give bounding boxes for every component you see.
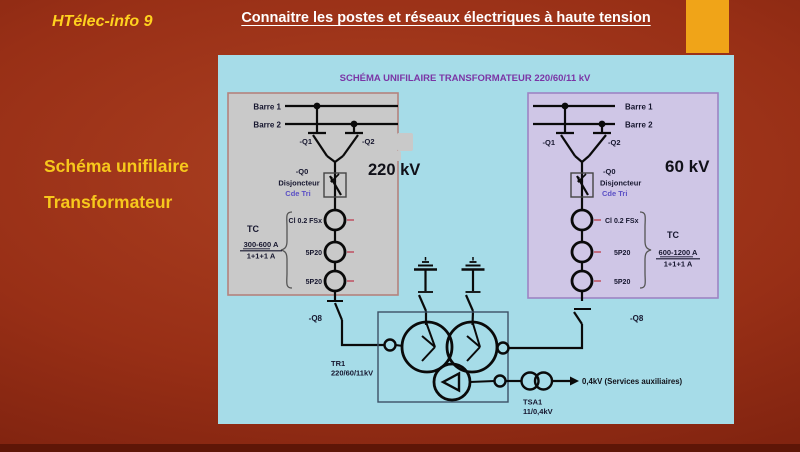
voltage-60kv: 60 kV: [665, 157, 710, 176]
ct1-label: Cl 0.2 FSx: [605, 218, 639, 225]
voltage-220kv: 220 kV: [368, 161, 420, 179]
transformer-name: TR1: [331, 359, 345, 368]
transformer-tr1: [377, 311, 510, 403]
single-line-diagram: SCHÉMA UNIFILAIRE TRANSFORMATEUR 220/60/…: [227, 73, 719, 416]
transformer-ratio: 220/60/11kV: [331, 369, 373, 378]
ct3-label: 5P20: [306, 279, 322, 286]
ct1-label: Cl 0.2 FSx: [289, 218, 323, 225]
busbar-2-label: Barre 2: [625, 121, 653, 130]
breaker-q0: [570, 172, 594, 198]
busbar-1-tap: [561, 102, 569, 110]
ct2-label: 5P20: [614, 250, 630, 257]
tc-label: TC: [667, 230, 679, 240]
ct-group-brace: [639, 211, 652, 289]
svg-text:1+1+1 A: 1+1+1 A: [247, 252, 276, 261]
q2-label: -Q2: [608, 138, 621, 147]
star-symbol-hv: [421, 321, 436, 362]
busbar-1-label: Barre 1: [253, 103, 281, 112]
corner-accent-block: [686, 0, 729, 53]
neutral-earth-switch-2: [461, 257, 485, 326]
diagram-panel: SCHÉMA UNIFILAIRE TRANSFORMATEUR 220/60/…: [218, 55, 734, 424]
busbar-1-label: Barre 1: [625, 103, 653, 112]
busbar-1-tap: [313, 102, 321, 110]
tertiary-terminal: [493, 374, 507, 388]
ct2-label: 5P20: [306, 250, 322, 257]
tsa-winding-1: [520, 371, 540, 391]
winding-tertiary: [432, 362, 472, 402]
disconnector-q8-left: [327, 300, 384, 347]
brand-badge: HTélec-info 9: [52, 13, 153, 30]
diagram-title: SCHÉMA UNIFILAIRE TRANSFORMATEUR 220/60/…: [340, 73, 591, 84]
current-transformers: [323, 208, 354, 293]
svg-text:1+1+1 A: 1+1+1 A: [664, 260, 693, 269]
gray-artifact-small: [390, 151, 401, 161]
transformer-box: [377, 311, 509, 403]
cde-tri-label: Cde Tri: [285, 189, 310, 198]
q1-label: -Q1: [299, 137, 312, 146]
disconnector-q2: [581, 124, 611, 163]
aux-ratio: 11/0,4kV: [523, 407, 553, 416]
aux-name: TSA1: [523, 398, 542, 407]
svg-text:600-1200 A: 600-1200 A: [659, 248, 699, 257]
output-arrow: [570, 376, 579, 386]
sidebar-title-line2: Transformateur: [44, 192, 173, 212]
aux-output-label: 0,4kV (Services auxiliaires): [582, 377, 683, 386]
current-transformers: [570, 208, 601, 293]
bay-220kv-box: [227, 92, 399, 296]
slide-bottom-shadow: [0, 444, 800, 452]
delta-symbol: [440, 371, 461, 393]
tc-rating: 300-600 A 1+1+1 A: [240, 240, 282, 261]
ct-group-brace: [280, 211, 293, 289]
svg-text:300-600 A: 300-600 A: [244, 240, 279, 249]
bay-60kv: Barre 1 Barre 2 -Q1 -Q2 -Q0 Disjoncteur: [527, 92, 719, 301]
ct3-label: 5P20: [614, 279, 630, 286]
hv-terminal: [383, 338, 397, 352]
disconnector-q1: [308, 106, 336, 163]
q2-label: -Q2: [362, 137, 375, 146]
sidebar-title-line1: Schéma unifilaire: [44, 156, 189, 176]
breaker-label: Disjoncteur: [278, 179, 319, 188]
breaker-label: Disjoncteur: [600, 179, 641, 188]
gray-artifact: [397, 133, 413, 151]
disconnector-q8-right: [509, 308, 591, 350]
q8-left-label: -Q8: [309, 314, 323, 323]
q0-label: -Q0: [603, 167, 616, 176]
busbar-2-label: Barre 2: [253, 121, 281, 130]
tc-label: TC: [247, 224, 259, 234]
bay-60kv-box: [527, 92, 719, 299]
tc-rating: 600-1200 A 1+1+1 A: [656, 248, 700, 269]
q8-right-label: -Q8: [630, 314, 644, 323]
breaker-q0: [323, 172, 347, 198]
q1-label: -Q1: [542, 138, 555, 147]
disconnector-q2: [334, 124, 363, 163]
disconnector-q1: [556, 106, 583, 163]
q0-label: -Q0: [296, 167, 309, 176]
bay-220kv: Barre 1 Barre 2 -Q1 -Q2 -Q0: [227, 92, 420, 301]
neutral-earth-switch-1: [414, 257, 437, 325]
aux-transformer-tsa1: [505, 371, 579, 391]
mv-terminal: [496, 341, 510, 355]
page-title: Connaitre les postes et réseaux électriq…: [241, 10, 651, 26]
star-symbol-mv: [466, 321, 481, 362]
cde-tri-label: Cde Tri: [602, 189, 627, 198]
